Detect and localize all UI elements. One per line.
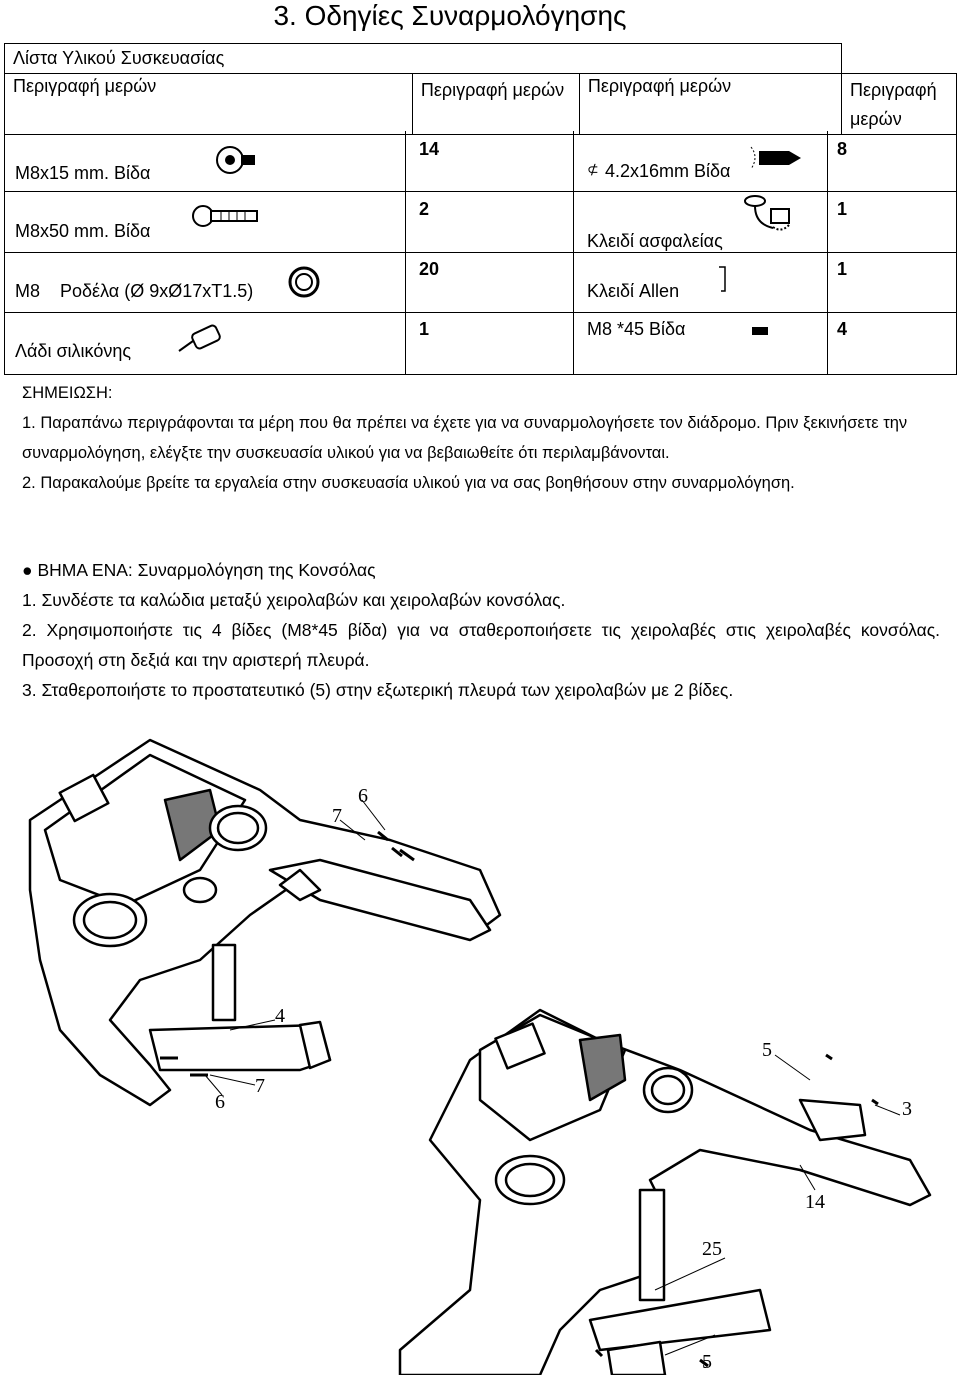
header-cell: Περιγραφή μερών xyxy=(411,73,580,135)
part-name: M8 Ροδέλα (Ø 9xØ17xT1.5) xyxy=(15,281,254,301)
part-qty: 2 xyxy=(419,199,430,219)
part-qty: 1 xyxy=(837,259,848,279)
part-name: Κλειδί Allen xyxy=(587,281,680,301)
safety-key-icon xyxy=(743,193,799,248)
notes-section: ΣΗΜΕΙΩΣΗ: 1. Παραπάνω περιγράφονται τα μ… xyxy=(22,378,942,498)
table-header-row: Περιγραφή μερών Περιγραφή μερών Περιγραφ… xyxy=(4,73,957,135)
part-qty: 20 xyxy=(419,259,440,279)
note-heading: ΣΗΜΕΙΩΣΗ: xyxy=(22,384,113,402)
page-title: 3. Οδηγίες Συναρμολόγησης xyxy=(273,0,627,31)
note-item: 2. Παρακαλούμε βρείτε τα εργαλεία στην σ… xyxy=(22,474,795,492)
callout-label: 7 xyxy=(332,805,342,827)
callout-label: 25 xyxy=(702,1238,722,1260)
callout-label: 4 xyxy=(275,1005,285,1027)
socket-bolt-icon xyxy=(215,145,257,180)
header-cell: Περιγραφή μερών xyxy=(578,73,843,135)
part-qty: 1 xyxy=(419,319,430,339)
callout-label: 3 xyxy=(902,1098,912,1120)
part-qty: 1 xyxy=(837,199,848,219)
step-one-section: ● ΒΗΜΑ ΕΝΑ: Συναρμολόγηση της Κονσόλας 1… xyxy=(22,555,940,705)
bolt-icon xyxy=(751,321,771,342)
parts-table-heading: Λίστα Υλικού Συσκευασίας xyxy=(4,43,842,74)
part-name: M8x15 mm. Βίδα xyxy=(15,163,151,183)
header-cell: Περιγραφή μερών xyxy=(4,73,413,135)
callout-label: 7 xyxy=(255,1075,265,1097)
step-item: 1. Συνδέστε τα καλώδια μεταξύ χειρολαβών… xyxy=(22,590,566,610)
part-name: Λάδι σιλικόνης xyxy=(15,341,132,361)
part-name: M8x50 mm. Βίδα xyxy=(15,221,151,241)
callout-label: 5 xyxy=(702,1351,712,1373)
step-heading: ● ΒΗΜΑ ΕΝΑ: Συναρμολόγηση της Κονσόλας xyxy=(22,560,376,580)
washer-icon xyxy=(287,265,321,304)
callout-label: 6 xyxy=(215,1091,225,1113)
assembly-diagram: 6 7 4 6 7 5 3 14 25 5 xyxy=(28,738,932,1375)
parts-table: Λίστα Υλικού Συσκευασίας Περιγραφή μερών… xyxy=(4,43,957,135)
part-qty: 14 xyxy=(419,139,440,159)
oil-bottle-icon xyxy=(177,319,227,360)
note-item: 1. Παραπάνω περιγράφονται τα μέρη που θα… xyxy=(22,414,908,462)
callout-label: 6 xyxy=(358,785,368,807)
callout-label: 5 xyxy=(762,1039,772,1061)
part-qty: 4 xyxy=(837,319,848,339)
long-bolt-icon xyxy=(191,203,263,234)
allen-key-icon xyxy=(715,265,731,300)
callout-label: 14 xyxy=(805,1191,825,1213)
part-qty: 8 xyxy=(837,139,848,159)
diameter-symbol: ⊄ xyxy=(587,161,599,177)
part-name: 4.2x16mm Βίδα xyxy=(605,161,731,181)
step-item: 3. Σταθεροποιήστε το προστατευτικό (5) σ… xyxy=(22,680,734,700)
header-cell: Περιγραφή μερών xyxy=(841,73,957,135)
parts-table-body: M8x15 mm. Βίδα 14 ⊄ 4.2x16mm Βίδα 8 M8x5… xyxy=(4,131,957,375)
step-item: 2. Χρησιμοποιήστε τις 4 βίδες (M8*45 βίδ… xyxy=(22,620,940,670)
part-name: M8 *45 Βίδα xyxy=(587,319,686,339)
bullet: ● xyxy=(22,560,33,580)
self-tapping-screw-icon xyxy=(747,141,803,180)
part-name: Κλειδί ασφαλείας xyxy=(587,231,723,251)
